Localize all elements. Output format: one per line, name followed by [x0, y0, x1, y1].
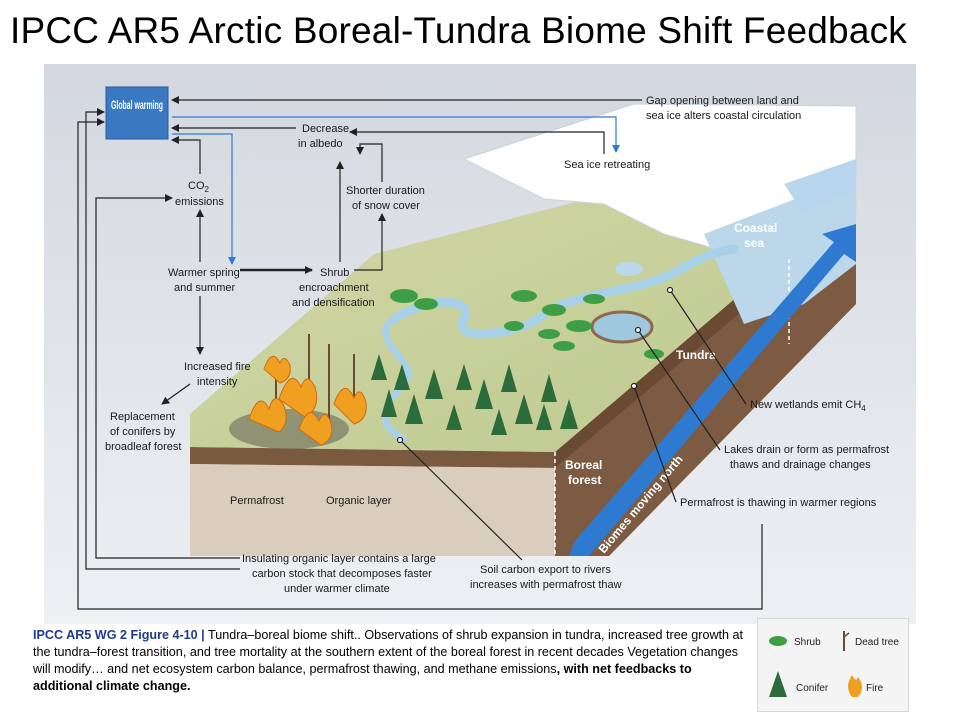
sea-ice-retreating-label: Sea ice retreating [564, 159, 650, 171]
boreal-label-1: Boreal [565, 458, 602, 472]
arrow-seaice-to-albedo [349, 128, 605, 154]
legend-shrub-label: Shrub [794, 637, 821, 648]
shrub-encroachment-label-2: encroachment [299, 282, 369, 294]
caption-heading: IPCC AR5 WG 2 Figure 4-10 | [33, 628, 205, 642]
arrow-fire-to-replacement [161, 383, 191, 405]
caption-bold-tail: , with net feedbacks to additional clima… [33, 662, 692, 693]
coastal-sea [704, 182, 856, 324]
arrow-shrub-to-snow [354, 213, 386, 271]
tundra-label: Tundra [676, 348, 716, 362]
fire-intensity-label-2: intensity [197, 376, 238, 388]
replacement-label-2: of conifers by [110, 426, 176, 438]
legend-shrub-item: Shrub [769, 636, 821, 648]
insulating-label-2: carbon stock that decomposes faster [252, 568, 432, 580]
legend-fire-item: Fire [848, 675, 884, 697]
legend-dead-tree-item: Dead tree [843, 631, 899, 651]
figure-caption: IPCC AR5 WG 2 Figure 4-10 | Tundra–borea… [33, 627, 753, 695]
wetlands-label: New wetlands emit CH4 [750, 399, 866, 413]
lakes-label-2: thaws and drainage changes [730, 459, 871, 471]
coastal-sea-label-1: Coastal [734, 221, 777, 235]
caption-body: Tundra–boreal biome shift.. Observations… [33, 628, 744, 676]
biome-shift-diagram: Biomes moving north Sea ice Coastal sea … [44, 64, 916, 624]
warmer-spring-label-1: Warmer spring [168, 267, 240, 279]
sea-ice-label: Sea ice [794, 153, 836, 167]
arrow-insulating-to-co2 [95, 194, 240, 559]
shorter-snow-label-1: Shorter duration [346, 185, 425, 197]
insulating-label-1: Insulating organic layer contains a larg… [242, 553, 436, 565]
shrub-encroachment-label-1: Shrub [320, 267, 349, 279]
soil-carbon-label-2: increases with permafrost thaw [470, 579, 622, 591]
permafrost-thawing-label: Permafrost is thawing in warmer regions [680, 497, 877, 509]
permafrost-label: Permafrost [230, 495, 284, 507]
decrease-albedo-label-1: Decrease [302, 123, 349, 135]
fire-intensity-label-1: Increased fire [184, 361, 251, 373]
co2-label: CO2 [188, 180, 210, 194]
river [389, 244, 739, 339]
organic-layer-band [190, 447, 555, 468]
gap-opening-label-1: Gap opening between land and [646, 95, 799, 107]
arrow-gw-to-seaice [172, 116, 620, 153]
permafrost-band [190, 464, 555, 556]
slide-title: IPCC AR5 Arctic Boreal-Tundra Biome Shif… [10, 10, 908, 51]
shrub-clusters [390, 289, 664, 359]
legend-fire-label: Fire [866, 683, 884, 694]
gap-opening-label-2: sea ice alters coastal circulation [646, 110, 801, 122]
legend-dead-tree-label: Dead tree [855, 637, 899, 648]
global-warming-label: Global warming [111, 98, 163, 112]
leader-soil-carbon [399, 439, 523, 561]
legend-conifer-label: Conifer [796, 683, 829, 694]
sea-ice-side [784, 159, 856, 214]
pond [615, 262, 643, 276]
lake [590, 310, 654, 344]
legend-conifer-item: Conifer [769, 671, 829, 697]
leader-thawing [633, 385, 677, 503]
insulating-label-3: under warmer climate [284, 583, 390, 595]
biomes-moving-arrow [569, 224, 856, 556]
warmer-spring-label-2: and summer [174, 282, 235, 294]
fire-flames [248, 355, 367, 446]
fire-icon [848, 675, 862, 697]
arrow-soil-to-gw [85, 108, 240, 570]
co2-emissions-label: emissions [175, 196, 224, 208]
replacement-label-3: broadleaf forest [105, 441, 181, 453]
shrub-icon [769, 636, 787, 646]
legend: Shrub Dead tree Conifer Fire [757, 618, 909, 712]
arrow-gw-to-warmer [172, 133, 236, 265]
conifer-icon [769, 671, 787, 697]
soil-carbon-label-1: Soil carbon export to rivers [480, 564, 611, 576]
arrow-co2-to-gw [171, 136, 201, 174]
global-warming-box [105, 86, 169, 140]
arrow-snow-to-albedo [356, 143, 383, 182]
arrow-thawing-to-gw [77, 118, 763, 610]
conifer-trees [371, 354, 578, 435]
organic-layer-label: Organic layer [326, 495, 392, 507]
lakes-label-1: Lakes drain or form as permafrost [724, 444, 889, 456]
shrub-encroachment-label-3: and densification [292, 297, 375, 309]
replacement-label-1: Replacement [110, 411, 175, 423]
decrease-albedo-label-2: in albedo [298, 138, 343, 150]
boreal-label-2: forest [568, 473, 601, 487]
shorter-snow-label-2: of snow cover [352, 200, 420, 212]
leader-lakes [637, 329, 721, 451]
feedback-arrows [77, 96, 763, 610]
coastal-sea-label-2: sea [744, 236, 764, 250]
leader-wetlands [669, 289, 747, 405]
